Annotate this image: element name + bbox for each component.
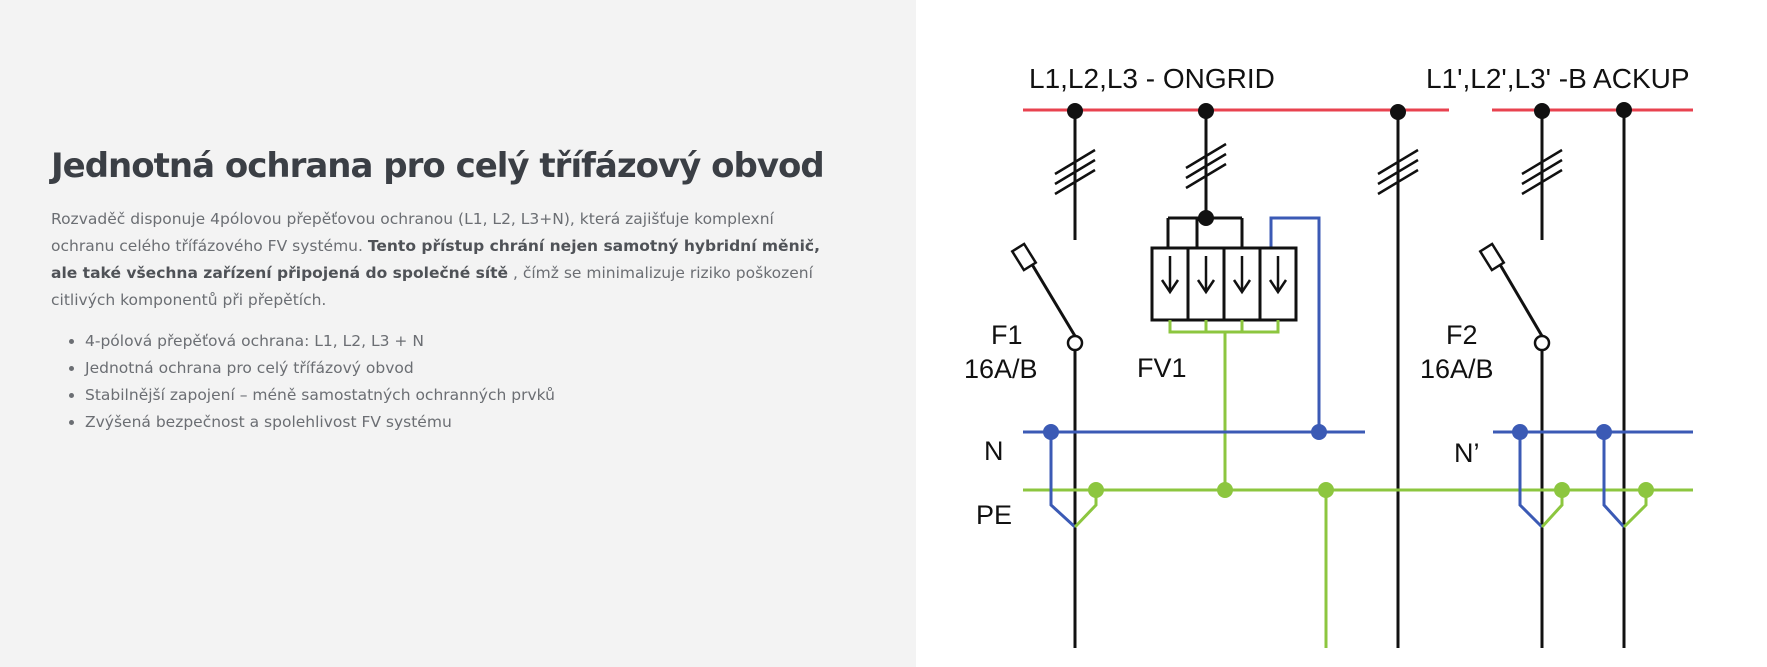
feature-list: 4-pólová přepěťová ochrana: L1, L2, L3 +… <box>51 328 916 436</box>
section-title: Jednotná ochrana pro celý třífázový obvo… <box>51 146 825 186</box>
section-paragraph: Rozvaděč disponuje 4pólovou přepěťovou o… <box>51 206 831 314</box>
text-section: Jednotná ochrana pro celý třífázový obvo… <box>0 0 916 667</box>
paragraph-text-2: , čímž se minimalizuje riziko poškození … <box>51 264 813 309</box>
f1-breaker-symbol <box>1010 242 1084 352</box>
f2-label: F2 <box>1446 320 1478 350</box>
phase-junctions <box>1067 102 1632 120</box>
backup-label: L1',L2',L3' -B ACKUP <box>1426 63 1690 94</box>
neutral-junctions <box>1043 424 1612 440</box>
pe-junctions <box>1088 482 1654 498</box>
fv1-surge-protector-symbol <box>1150 210 1321 490</box>
neutral-label: N <box>984 436 1004 466</box>
paragraph-text-1: Rozvaděč disponuje 4pólovou přepěťovou o… <box>51 210 774 255</box>
phase-marks-through <box>1377 148 1419 196</box>
f1-rating-label: 16A/B <box>964 354 1038 384</box>
phase-marks-fv1 <box>1185 142 1227 190</box>
wiring-diagram: L1,L2,L3 - ONGRID L1',L2',L3' -B ACKUP <box>964 63 1693 648</box>
f1-label: F1 <box>991 320 1023 350</box>
phase-marks-f2 <box>1521 148 1563 196</box>
phase-marks-f1 <box>1054 148 1096 196</box>
paragraph-bold-text: Tento přístup chrání nejen samotný hybri… <box>51 237 820 282</box>
list-item: Zvýšená bezpečnost a spolehlivost FV sys… <box>85 409 916 436</box>
list-item: Jednotná ochrana pro celý třífázový obvo… <box>85 355 916 382</box>
ongrid-label: L1,L2,L3 - ONGRID <box>1029 63 1275 94</box>
f2-breaker-symbol <box>1478 242 1551 352</box>
fv1-label: FV1 <box>1137 353 1187 383</box>
wiring-diagram-panel: L1,L2,L3 - ONGRID L1',L2',L3' -B ACKUP <box>916 0 1767 667</box>
neutral-prime-label: N’ <box>1454 438 1480 468</box>
pe-label: PE <box>976 500 1012 530</box>
list-item: 4-pólová přepěťová ochrana: L1, L2, L3 +… <box>85 328 916 355</box>
list-item: Stabilnější zapojení – méně samostatných… <box>85 382 916 409</box>
f2-rating-label: 16A/B <box>1420 354 1494 384</box>
